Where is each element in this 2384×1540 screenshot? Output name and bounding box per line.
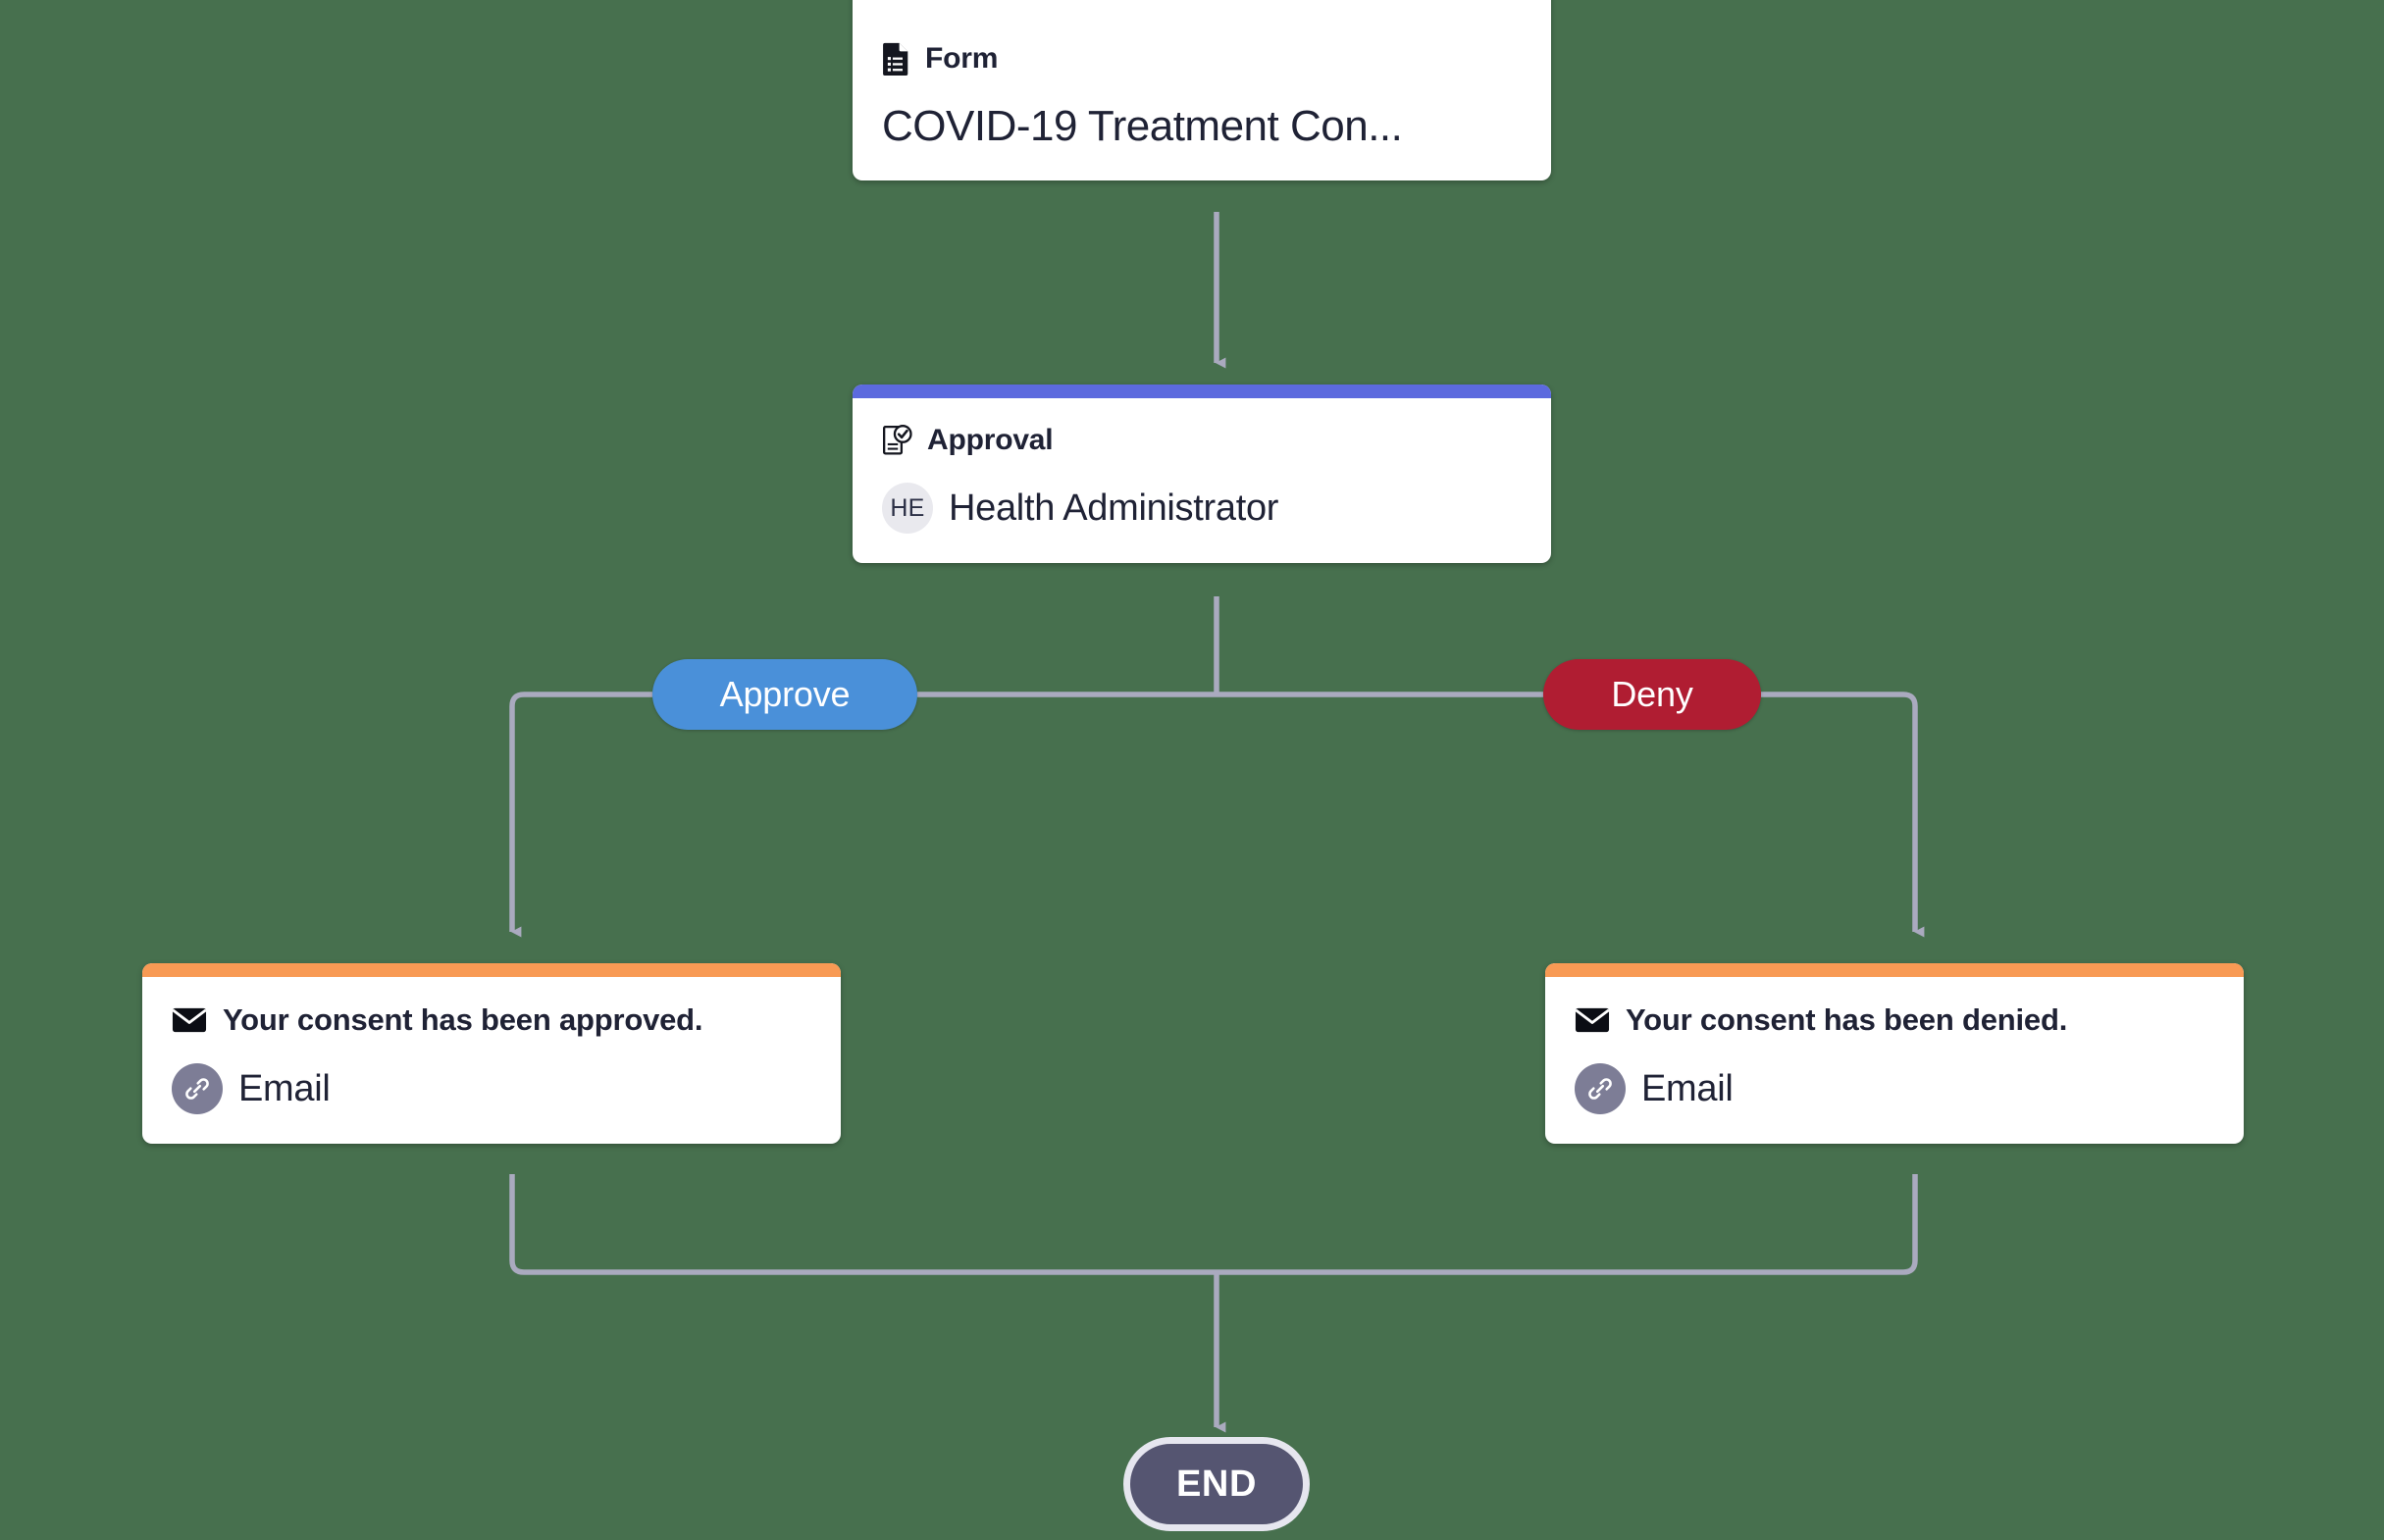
email-approved-kicker-label: Your consent has been approved.: [223, 1002, 703, 1037]
branch-pill-approve[interactable]: Approve: [652, 659, 917, 730]
email-approved-kicker: Your consent has been approved.: [172, 1002, 811, 1038]
email-denied-channel-row: Email: [1575, 1063, 2214, 1114]
form-card-kicker: Form: [882, 41, 1522, 77]
approval-check-document-icon: [882, 424, 913, 457]
approval-card-stripe: [853, 385, 1551, 398]
email-approved-channel-label: Email: [238, 1067, 331, 1109]
envelope-icon: [1575, 1006, 1610, 1034]
node-email-denied-card[interactable]: Your consent has been denied. Email: [1545, 963, 2244, 1144]
form-document-icon: [882, 41, 911, 77]
avatar: HE: [882, 483, 933, 534]
approval-card-kicker: Approval: [882, 424, 1522, 457]
approval-assignee-name: Health Administrator: [949, 487, 1279, 529]
email-approved-channel-row: Email: [172, 1063, 811, 1114]
edge-email-denied-to-merge: [1217, 1174, 1918, 1275]
edge-deny-to-email-denied: [1761, 692, 1925, 938]
edge-approve-to-email-approved: [509, 692, 652, 938]
approval-assignee-row: HE Health Administrator: [882, 483, 1522, 534]
form-card-title: COVID-19 Treatment Con...: [882, 102, 1403, 150]
email-approved-card-stripe: [142, 963, 841, 977]
email-denied-kicker: Your consent has been denied.: [1575, 1002, 2214, 1038]
link-chain-icon: [172, 1063, 223, 1114]
end-node-label: END: [1175, 1463, 1258, 1505]
node-end-terminator[interactable]: END: [1123, 1437, 1310, 1531]
envelope-icon: [172, 1006, 207, 1034]
node-approval-card[interactable]: Approval HE Health Administrator: [853, 385, 1551, 563]
email-denied-channel-label: Email: [1641, 1067, 1734, 1109]
approval-card-kicker-label: Approval: [927, 424, 1054, 456]
email-denied-card-stripe: [1545, 963, 2244, 977]
edge-email-approved-to-merge: [509, 1174, 1217, 1275]
branch-pill-approve-label: Approve: [719, 674, 851, 714]
email-denied-kicker-label: Your consent has been denied.: [1626, 1002, 2068, 1037]
branch-pill-deny[interactable]: Deny: [1543, 659, 1761, 730]
form-card-kicker-label: Form: [925, 42, 999, 75]
node-form-card[interactable]: Form COVID-19 Treatment Con...: [853, 0, 1551, 180]
link-chain-icon: [1575, 1063, 1626, 1114]
branch-pill-deny-label: Deny: [1611, 674, 1693, 714]
node-email-approved-card[interactable]: Your consent has been approved. Email: [142, 963, 841, 1144]
